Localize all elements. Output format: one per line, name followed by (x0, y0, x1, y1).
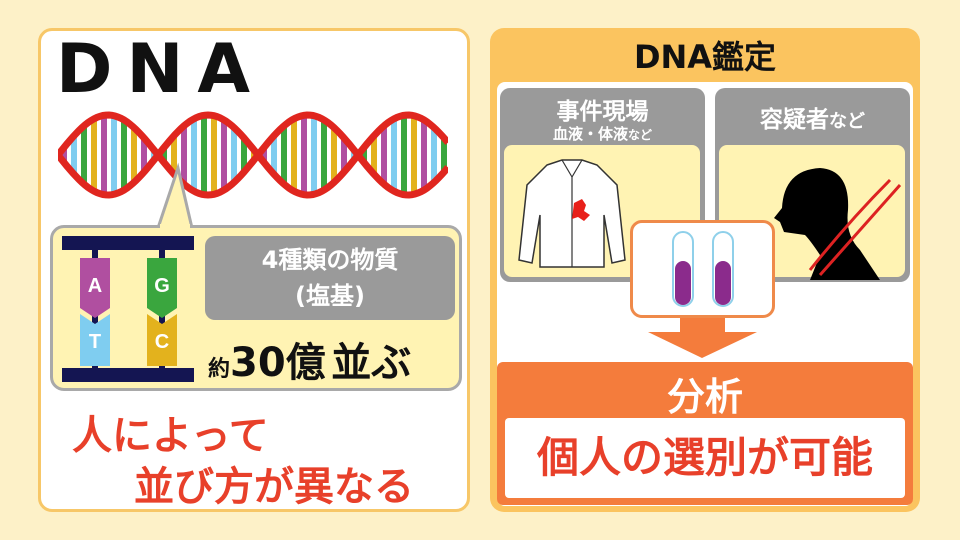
blood-stain (572, 199, 590, 221)
substance-box: 4種類の物質 (塩基) (205, 236, 455, 320)
helix-strand (58, 111, 448, 199)
helix-rung (61, 147, 67, 163)
message-line2: 並び方が異なる (134, 464, 414, 510)
base-label-t: T (89, 331, 101, 353)
backbone-bottom (62, 368, 194, 382)
helix-rung (291, 118, 297, 192)
helix-rung (301, 115, 307, 195)
base-a (80, 258, 110, 318)
test-tube-box (630, 220, 775, 318)
base-count: 約30億 並ぶ (208, 330, 411, 388)
analysis-result: 個人の選別が可能 (505, 418, 905, 498)
shirt-with-blood-icon (518, 159, 626, 268)
helix-rung (231, 127, 237, 183)
base-label-g: G (154, 275, 170, 297)
suspect-title: 容疑者 (760, 107, 829, 133)
base-c (147, 314, 177, 366)
base-pair-diagram: A T G C (62, 236, 194, 382)
helix-rung (161, 147, 167, 163)
helix-rung (121, 119, 127, 191)
helix-rung (171, 135, 177, 175)
down-arrow-icon (648, 318, 757, 358)
dna-title: DNA (56, 30, 264, 109)
backbone-top (62, 236, 194, 250)
scene-title: 事件現場 (556, 99, 649, 125)
message-line1: 人によって (72, 413, 269, 459)
helix-rung (261, 147, 267, 163)
helix-rung (361, 147, 367, 163)
helix-rung (281, 125, 287, 185)
helix-rung (271, 135, 277, 175)
scene-subtitle: 血液・体液 (552, 125, 628, 143)
helix-rung (341, 137, 347, 173)
helix-rung (381, 125, 387, 185)
helix-rung (221, 119, 227, 191)
helix-rung (431, 127, 437, 183)
base-label-a: A (88, 275, 102, 297)
substance-line2: (塩基) (295, 282, 365, 310)
helix-rung (101, 115, 107, 195)
helix-rung (421, 119, 427, 191)
helix-rung (411, 115, 417, 195)
analysis-label: 分析 (666, 375, 743, 419)
helix-rung (81, 125, 87, 185)
dna-helix-illustration (58, 111, 448, 199)
helix-rung (441, 137, 447, 173)
helix-rung (241, 137, 247, 173)
helix-rung (91, 118, 97, 192)
helix-rung (131, 127, 137, 183)
helix-rung (201, 115, 207, 195)
helix-rung (311, 115, 317, 195)
helix-rung (211, 115, 217, 195)
substance-line1: 4種類の物質 (261, 246, 399, 274)
base-g (147, 258, 177, 318)
helix-rung (141, 137, 147, 173)
helix-rung (401, 115, 407, 195)
scene-subtitle-suffix: など (628, 128, 653, 142)
count-prefix: 約 (208, 357, 231, 382)
helix-rung (181, 125, 187, 185)
helix-strand (58, 111, 448, 199)
base-t (80, 314, 110, 366)
count-suffix: 並ぶ (331, 340, 412, 386)
helix-rung (71, 135, 77, 175)
suspect-silhouette-icon (774, 168, 902, 280)
helix-rung (371, 135, 377, 175)
count-number: 30億 (230, 340, 326, 386)
helix-rung (111, 115, 117, 195)
dna-test-title: DNA鑑定 (633, 38, 777, 76)
base-label-c: C (155, 331, 169, 353)
suspect-suffix: など (829, 111, 865, 132)
helix-rung (321, 119, 327, 191)
test-tubes-icon (672, 231, 734, 307)
callout-pointer (155, 162, 194, 230)
helix-rung (191, 118, 197, 192)
helix-rung (331, 127, 337, 183)
helix-rung (391, 118, 397, 192)
